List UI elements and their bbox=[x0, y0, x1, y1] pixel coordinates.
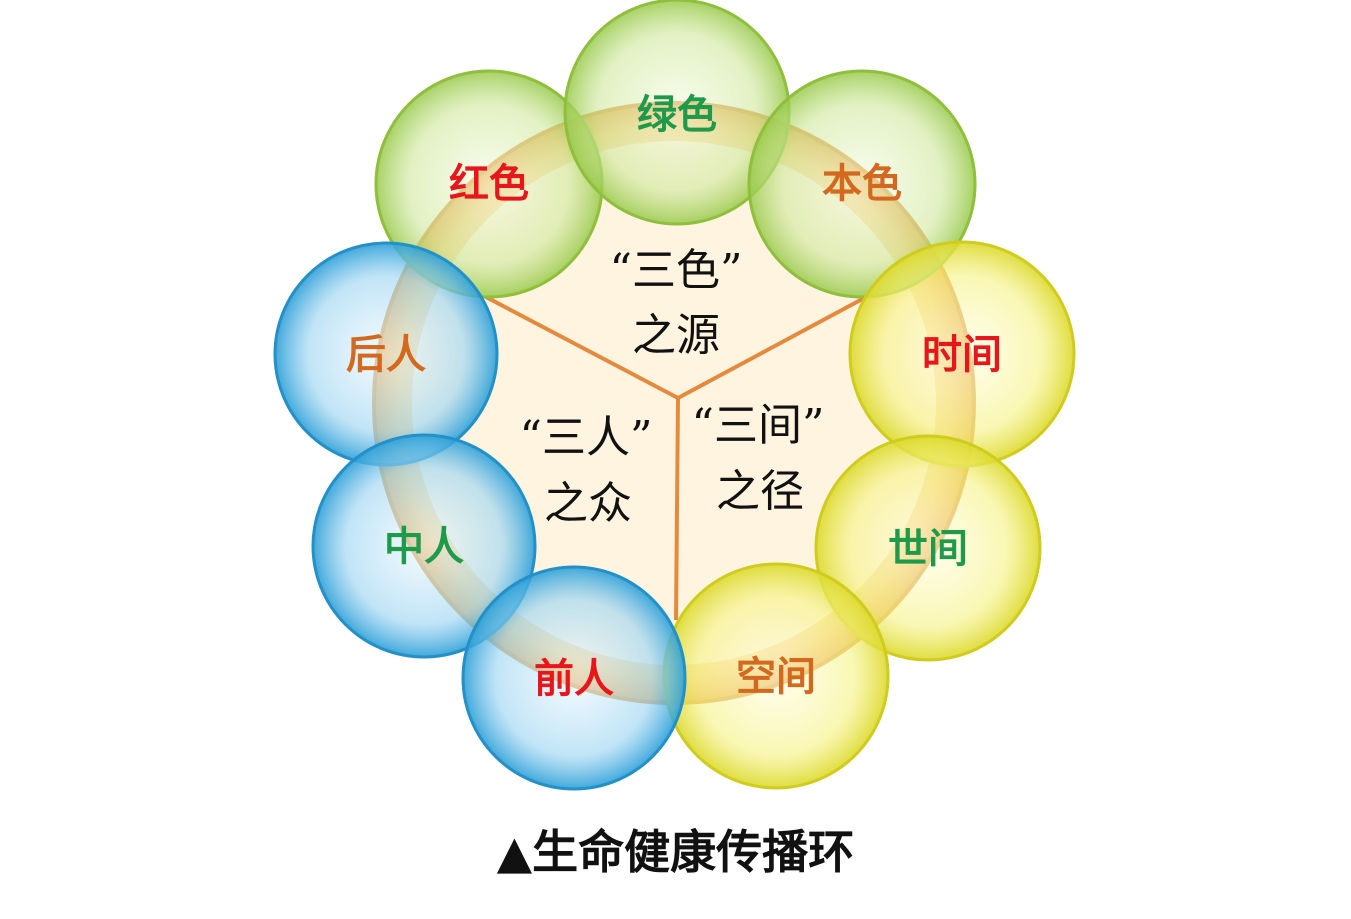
divider-bottom bbox=[674, 397, 680, 621]
label-native-color: 本色 bbox=[822, 161, 902, 207]
bubble-past-people bbox=[461, 565, 687, 791]
sector-top-line2: 之源 bbox=[632, 310, 720, 361]
divider-right bbox=[677, 294, 869, 400]
label-red-color: 红色 bbox=[449, 161, 529, 207]
bubble-world bbox=[814, 434, 1042, 662]
label-past-people: 前人 bbox=[534, 656, 614, 702]
sector-left-line1: “三人” bbox=[520, 412, 653, 463]
label-green-color: 绿色 bbox=[637, 92, 717, 138]
label-middle-people: 中人 bbox=[384, 524, 464, 570]
sector-top-line1: “三色” bbox=[610, 245, 743, 296]
label-future-people: 后人 bbox=[346, 332, 426, 378]
sector-right-line1: “三间” bbox=[692, 400, 825, 451]
sector-right-line2: 之径 bbox=[716, 466, 804, 517]
bubble-middle-people bbox=[311, 433, 537, 659]
label-time: 时间 bbox=[922, 332, 1002, 378]
label-space: 空间 bbox=[736, 654, 816, 700]
divider-left bbox=[485, 295, 679, 400]
bubble-native-color bbox=[747, 69, 977, 299]
sector-left-line2: 之众 bbox=[544, 478, 632, 529]
diagram-caption: ▲生命健康传播环 bbox=[496, 825, 855, 879]
label-world: 世间 bbox=[888, 526, 968, 572]
